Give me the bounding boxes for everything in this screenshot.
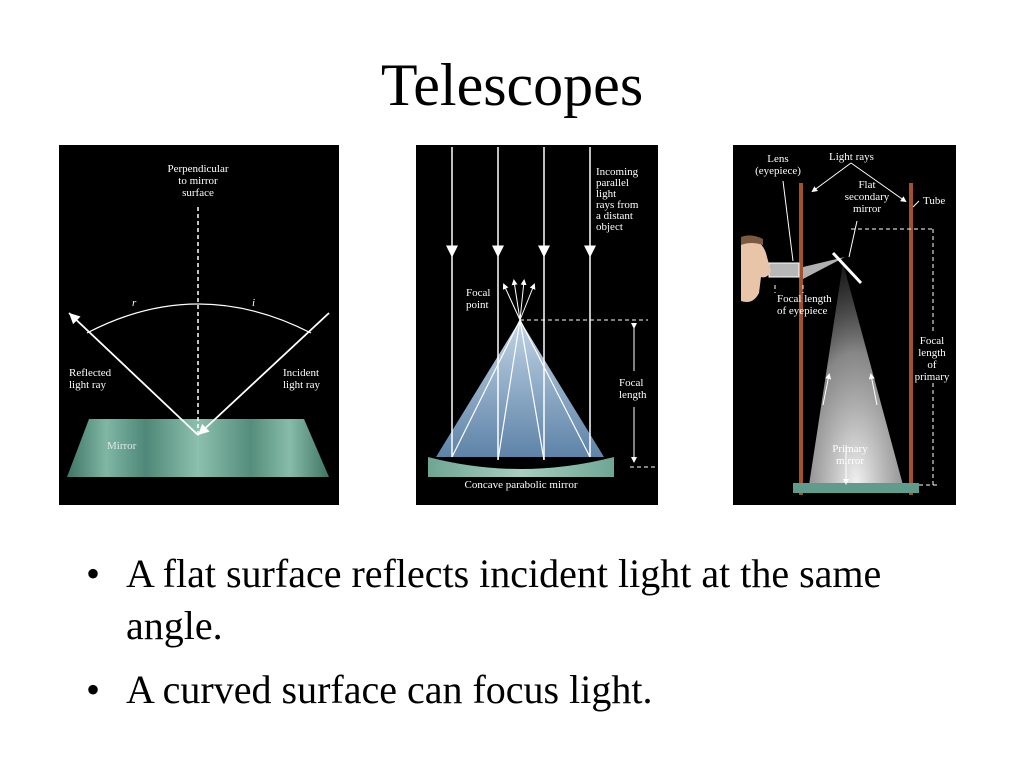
angle-i-label: i [252,297,256,309]
eyepiece [768,262,800,278]
newtonian-telescope-diagram: Lens (eyepiece) Light rays Flat secondar… [733,145,956,505]
primary-mirror [793,483,919,493]
pointer-lines [782,162,920,485]
bullet-list: • A flat surface reflects incident light… [86,548,986,728]
tube-wall-right [909,183,913,495]
focal-length-label: Focal length [619,377,647,401]
primary-mirror-label: Primary mirror [832,443,868,467]
parabolic-mirror-diagram: Incoming parallel light rays from a dist… [416,145,658,505]
reflected-ray-label: Reflected light ray [69,367,112,391]
incident-ray-label: Incident light ray [283,367,320,391]
observer-hair [741,235,763,245]
focal-length-eyepiece-label: Focal length of eyepiece [777,293,832,317]
angle-arc [86,303,312,334]
bullet-marker: • [86,551,101,596]
secondary-mirror-label: Flat secondary mirror [844,179,890,215]
incoming-rays-label: Incoming parallel light rays from a dist… [596,166,639,233]
reflected-ray [68,312,199,436]
newtonian-telescope-illustration [741,162,937,495]
dimension-guides [774,228,937,486]
slide-title: Telescopes [380,52,644,118]
bullet-marker: • [86,667,101,712]
parabolic-mirror-illustration [428,147,656,477]
observer-face [741,237,771,302]
mirror-label: Mirror [107,440,137,452]
parabolic-mirror [428,457,614,477]
incoming-rays [446,147,596,460]
angle-r-label: r [132,297,137,309]
bullet-text: A flat surface reflects incident light a… [126,551,882,648]
tube-label: Tube [923,195,946,207]
flat-mirror-diagram: Perpendicular to mirror surface r i Refl… [59,145,339,505]
light-cone [436,320,604,457]
focal-length-primary-label: Focal length of primary [914,335,950,383]
light-rays-label: Light rays [829,151,874,163]
flat-mirror [67,419,329,477]
focal-point-label: Focal point [466,287,491,311]
secondary-mirror [831,251,863,285]
perpendicular-label: Perpendicular to mirror surface [167,163,229,199]
bullet-text: A curved surface can focus light. [126,667,653,712]
reflected-rays [451,319,591,461]
eyepiece-beam [803,257,845,279]
incident-ray [197,312,330,436]
bullet-item: • A curved surface can focus light. [86,664,986,716]
parabolic-mirror-label: Concave parabolic mirror [464,479,578,491]
bullet-item: • A flat surface reflects incident light… [86,548,986,652]
flat-mirror-illustration [67,207,330,477]
converging-light [809,263,903,485]
lens-label: Lens (eyepiece) [755,153,801,177]
diverging-arrows [502,279,536,321]
tube-wall-left [799,183,803,495]
